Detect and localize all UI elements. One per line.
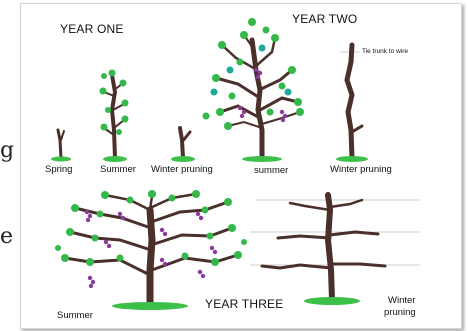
leaves-year-two (202, 18, 304, 130)
diagram-card (20, 3, 462, 329)
vine-summer-year-one (103, 73, 125, 160)
caption-winter-pruning-year-one: Winter pruning (151, 164, 213, 175)
caption-winter-pruning-year-two: Winter pruning (330, 164, 392, 175)
caption-summer-year-two: summer (254, 165, 289, 176)
grape-bunches (84, 67, 288, 289)
trellis-wires (250, 199, 420, 266)
leaves-year-two-teal (210, 44, 292, 96)
caption-pruning-year-three: pruning (384, 307, 416, 318)
vine-winter-pruning-year-one (178, 126, 192, 160)
vine-spring (56, 128, 65, 160)
note-tie-trunk: Tie trunk to wire (362, 48, 408, 55)
vine-summer-year-two (214, 34, 301, 161)
caption-winter-year-three: Winter (388, 295, 416, 306)
side-text-fragment-g: g (0, 138, 15, 163)
grass-tufts (51, 156, 368, 310)
caption-summer-year-three: Summer (57, 310, 93, 321)
vine-winter-pruning-year-two (344, 42, 364, 161)
caption-spring: Spring (45, 164, 73, 175)
side-text-fragment-e: e (0, 224, 14, 249)
title-year-three: YEAR THREE (205, 297, 284, 311)
caption-summer-year-one: Summer (100, 164, 136, 175)
leaves-year-one (99, 69, 129, 135)
vine-winter-pruning-year-three (260, 192, 387, 303)
title-year-one: YEAR ONE (60, 22, 124, 36)
leaves-year-three (55, 190, 247, 266)
title-year-two: YEAR TWO (292, 12, 358, 26)
